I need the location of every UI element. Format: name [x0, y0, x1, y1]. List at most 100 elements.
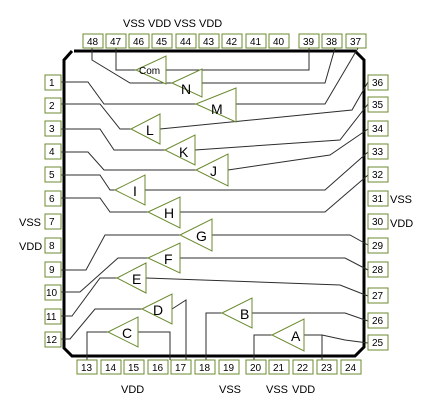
pin-16-box — [147, 359, 169, 375]
supply-labels-bottom: VDD VSS VSS VDD — [121, 384, 315, 396]
pin-27-number: 27 — [372, 291, 384, 302]
pin-19-number: 19 — [223, 363, 235, 374]
pin-44-number: 44 — [180, 37, 192, 48]
wire-com-47 — [115, 48, 136, 71]
pin-18-number: 18 — [199, 363, 211, 374]
amp-c-label: C — [122, 325, 132, 341]
pin-37-box — [345, 33, 367, 49]
amp-l — [129, 113, 161, 145]
supply-bottom-vss-1: VSS — [219, 384, 241, 396]
supply-labels-left: VSS VDD — [19, 217, 42, 253]
pin-47-box — [105, 33, 127, 49]
amp-d — [140, 293, 173, 325]
pin-23-number: 23 — [321, 363, 333, 374]
wire-b-26 — [252, 312, 369, 322]
wire-l-36 — [159, 81, 369, 130]
wire-d-12 — [60, 308, 142, 340]
pin-29-box — [367, 237, 389, 254]
amp-e-label: E — [132, 271, 141, 287]
pin-22-box — [292, 359, 314, 375]
wire-b-18 — [205, 312, 222, 360]
pin-4-number: 4 — [49, 147, 55, 158]
wire-f-10 — [60, 257, 148, 293]
pin-5-number: 5 — [49, 170, 55, 181]
amp-k — [163, 134, 196, 166]
pin-34-number: 34 — [372, 124, 384, 135]
pin-44-box — [175, 33, 197, 49]
supply-bottom-vdd-2: VDD — [292, 384, 315, 396]
amp-k-label: K — [179, 144, 189, 160]
wire-com-39 — [166, 48, 310, 71]
pin-46-number: 46 — [133, 37, 145, 48]
pin-15-box — [123, 359, 145, 375]
amp-a — [270, 318, 305, 352]
pin-7-box — [44, 213, 62, 230]
pin-26-number: 26 — [372, 316, 384, 327]
wire-g-29 — [212, 234, 369, 246]
pins-left: 1 2 3 4 5 6 7 8 9 10 11 12 — [44, 74, 62, 348]
pin-9-box — [44, 261, 62, 278]
pin-17-number: 17 — [175, 363, 187, 374]
supply-top-vdd-2: VDD — [199, 18, 222, 30]
pin-24-box — [340, 359, 362, 375]
pin-13-number: 13 — [81, 363, 93, 374]
pin-24-number: 24 — [345, 363, 357, 374]
pin-25-box — [367, 334, 389, 351]
pins-right: 36 35 34 33 32 31 30 29 28 27 26 25 — [367, 74, 389, 351]
wire-c-17 — [138, 331, 171, 360]
pin-3-box — [44, 120, 62, 137]
wire-k-3 — [60, 128, 165, 151]
pin-47-number: 47 — [110, 37, 122, 48]
wire-n-38 — [202, 47, 336, 84]
pin-45-box — [151, 33, 173, 49]
amp-f — [146, 242, 181, 274]
amp-l-label: L — [146, 122, 154, 138]
pin-17-box — [170, 359, 192, 375]
pin-43-number: 43 — [203, 37, 215, 48]
pin-42-number: 42 — [226, 37, 238, 48]
wire-m-1 — [60, 81, 196, 105]
wire-h-32 — [180, 174, 369, 213]
supply-right-vss: VSS — [390, 194, 412, 206]
amp-a-label: A — [291, 328, 301, 344]
pin-9-number: 9 — [49, 265, 55, 276]
amp-b — [220, 297, 253, 329]
wire-j-4 — [60, 151, 196, 171]
supply-top-vdd-1: VDD — [148, 18, 171, 30]
pin-15-number: 15 — [128, 363, 140, 374]
pin-14-box — [100, 359, 122, 375]
pin-11-box — [44, 308, 62, 325]
pin-26-box — [367, 312, 389, 329]
wire-n-48 — [91, 48, 172, 84]
pin-10-box — [44, 284, 62, 301]
supply-labels-right: VSS VDD — [390, 194, 413, 230]
pin-19-box — [218, 359, 240, 375]
pin-20-box — [245, 359, 267, 375]
wire-h-6 — [60, 197, 148, 213]
pin-27-box — [367, 287, 389, 304]
amp-n — [170, 68, 203, 98]
pin-40-number: 40 — [273, 37, 285, 48]
wire-k-35 — [194, 103, 369, 151]
amp-f-label: F — [164, 251, 173, 267]
pin-21-box — [268, 359, 290, 375]
pin-35-number: 35 — [372, 100, 384, 111]
pin-22-number: 22 — [297, 363, 309, 374]
supply-labels-top: VSS VDD VSS VDD — [123, 18, 222, 30]
amp-e — [115, 262, 147, 294]
wire-i-5 — [60, 174, 115, 191]
amp-c — [106, 316, 139, 348]
pin-34-box — [367, 120, 389, 137]
pin-14-number: 14 — [105, 363, 117, 374]
pin-28-box — [367, 261, 389, 278]
pin-38-number: 38 — [326, 37, 338, 48]
amp-d-label: D — [153, 302, 163, 318]
pin-31-box — [367, 190, 389, 207]
wire-e-11 — [60, 277, 117, 317]
pin-16-number: 16 — [152, 363, 164, 374]
amp-g — [178, 218, 213, 252]
wire-l-2 — [60, 103, 131, 130]
amp-b-label: B — [240, 306, 249, 322]
amp-h — [146, 196, 181, 229]
pin-12-number: 12 — [46, 335, 58, 346]
